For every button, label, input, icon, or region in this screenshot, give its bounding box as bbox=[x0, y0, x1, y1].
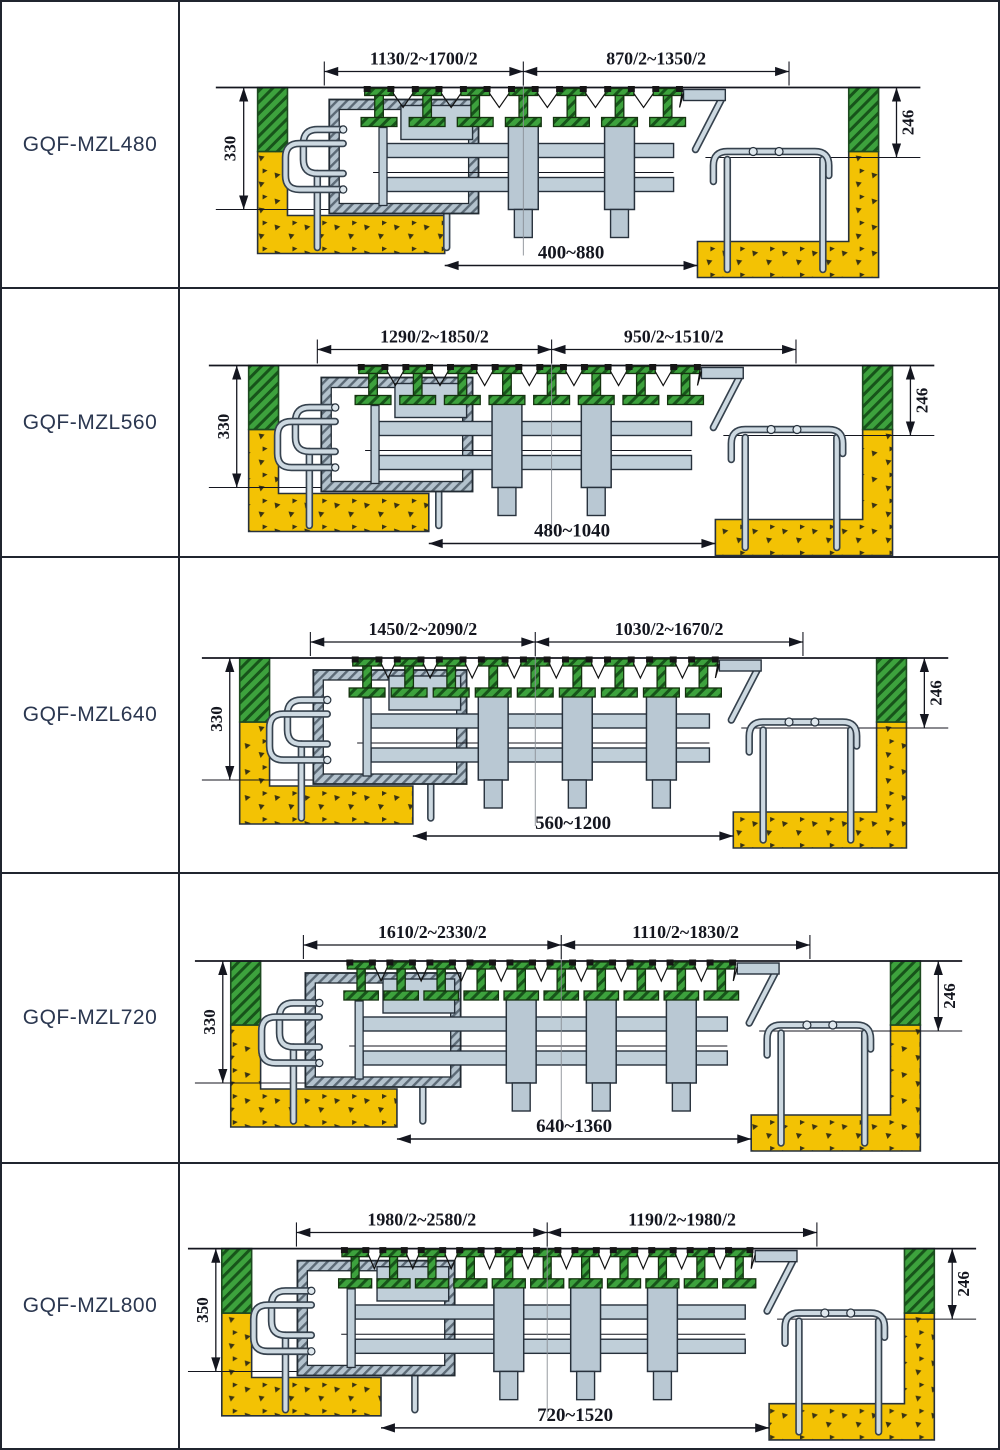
dim-top-left-label: 1980/2~2580/2 bbox=[367, 1209, 476, 1229]
table-row: GQF-MZL640 1450/2~2090/2 1030/2~1670/2 330… bbox=[2, 558, 998, 874]
joint-cross-section: 1130/2~1700/2 870/2~1350/2 330 246 400~880 bbox=[215, 48, 921, 279]
table-row: GQF-MZL720 1610/2~2330/2 1110/2~1830/2 330… bbox=[2, 874, 998, 1164]
dim-bottom-gap-label: 640~1360 bbox=[536, 1116, 612, 1137]
dim-top-left-label: 1450/2~2090/2 bbox=[368, 619, 477, 639]
dim-top-left-label: 1290/2~1850/2 bbox=[380, 326, 489, 346]
dim-bottom-gap-label: 720~1520 bbox=[537, 1405, 613, 1426]
expansion-joint-diagram: 1610/2~2330/2 1110/2~1830/2 330 246 640~1360 bbox=[194, 922, 963, 1152]
dim-bottom-gap-label: 560~1200 bbox=[535, 813, 611, 834]
model-label: GQF-MZL640 bbox=[2, 558, 180, 872]
model-label: GQF-MZL800 bbox=[2, 1164, 180, 1448]
joint-cross-section: 1610/2~2330/2 1110/2~1830/2 330 246 640~1360 bbox=[194, 922, 963, 1152]
dim-top-right-label: 870/2~1350/2 bbox=[606, 48, 706, 68]
model-label: GQF-MZL560 bbox=[2, 289, 180, 556]
dim-left-height-label: 330 bbox=[221, 136, 240, 161]
model-label: GQF-MZL720 bbox=[2, 874, 180, 1162]
table-row: GQF-MZL800 1980/2~2580/2 1190/2~1980/2 350… bbox=[2, 1164, 998, 1448]
dim-left-height-label: 350 bbox=[193, 1297, 212, 1323]
dim-left-height-label: 330 bbox=[200, 1009, 219, 1034]
joint-diagram-cell: 1450/2~2090/2 1030/2~1670/2 330 246 560~1200 bbox=[180, 558, 998, 872]
joint-diagram-cell: 1980/2~2580/2 1190/2~1980/2 350 246 720~1520 bbox=[180, 1164, 998, 1448]
joint-diagram-cell: 1290/2~1850/2 950/2~1510/2 330 246 480~1040 bbox=[180, 289, 998, 556]
dim-left-height-label: 330 bbox=[214, 414, 233, 439]
dim-bottom-gap-label: 400~880 bbox=[538, 242, 605, 263]
table-row: GQF-MZL560 1290/2~1850/2 950/2~1510/2 330 2… bbox=[2, 289, 998, 558]
dim-right-height-label: 246 bbox=[912, 388, 931, 413]
expansion-joint-diagram: 1450/2~2090/2 1030/2~1670/2 330 246 560~1200 bbox=[201, 619, 949, 849]
expansion-joint-diagram: 1130/2~1700/2 870/2~1350/2 330 246 400~880 bbox=[215, 48, 921, 279]
model-label: GQF-MZL480 bbox=[2, 2, 180, 287]
joint-cross-section: 1450/2~2090/2 1030/2~1670/2 330 246 560~1200 bbox=[201, 619, 949, 849]
dim-top-right-label: 1030/2~1670/2 bbox=[615, 619, 724, 639]
expansion-joint-diagram: 1980/2~2580/2 1190/2~1980/2 350 246 720~1520 bbox=[187, 1209, 977, 1441]
joint-diagram-cell: 1610/2~2330/2 1110/2~1830/2 330 246 640~1360 bbox=[180, 874, 998, 1162]
dim-right-height-label: 246 bbox=[926, 680, 945, 705]
joint-cross-section: 1290/2~1850/2 950/2~1510/2 330 246 480~1040 bbox=[208, 326, 935, 556]
dim-right-height-label: 246 bbox=[940, 983, 959, 1008]
dim-top-right-label: 1110/2~1830/2 bbox=[632, 922, 739, 942]
expansion-joint-diagram: 1290/2~1850/2 950/2~1510/2 330 246 480~1040 bbox=[208, 326, 935, 556]
dim-top-right-label: 950/2~1510/2 bbox=[624, 326, 724, 346]
joint-cross-section: 1980/2~2580/2 1190/2~1980/2 350 246 720~1520 bbox=[187, 1209, 977, 1441]
dim-bottom-gap-label: 480~1040 bbox=[534, 520, 610, 541]
dim-right-height-label: 246 bbox=[954, 1271, 973, 1297]
dim-right-height-label: 246 bbox=[898, 110, 917, 135]
dim-top-left-label: 1130/2~1700/2 bbox=[370, 48, 478, 68]
dim-top-right-label: 1190/2~1980/2 bbox=[628, 1209, 736, 1229]
table-row: GQF-MZL480 1130/2~1700/2 870/2~1350/2 330 2… bbox=[2, 2, 998, 289]
dim-top-left-label: 1610/2~2330/2 bbox=[378, 922, 487, 942]
joint-diagram-cell: 1130/2~1700/2 870/2~1350/2 330 246 400~880 bbox=[180, 2, 998, 287]
dim-left-height-label: 330 bbox=[207, 706, 226, 731]
